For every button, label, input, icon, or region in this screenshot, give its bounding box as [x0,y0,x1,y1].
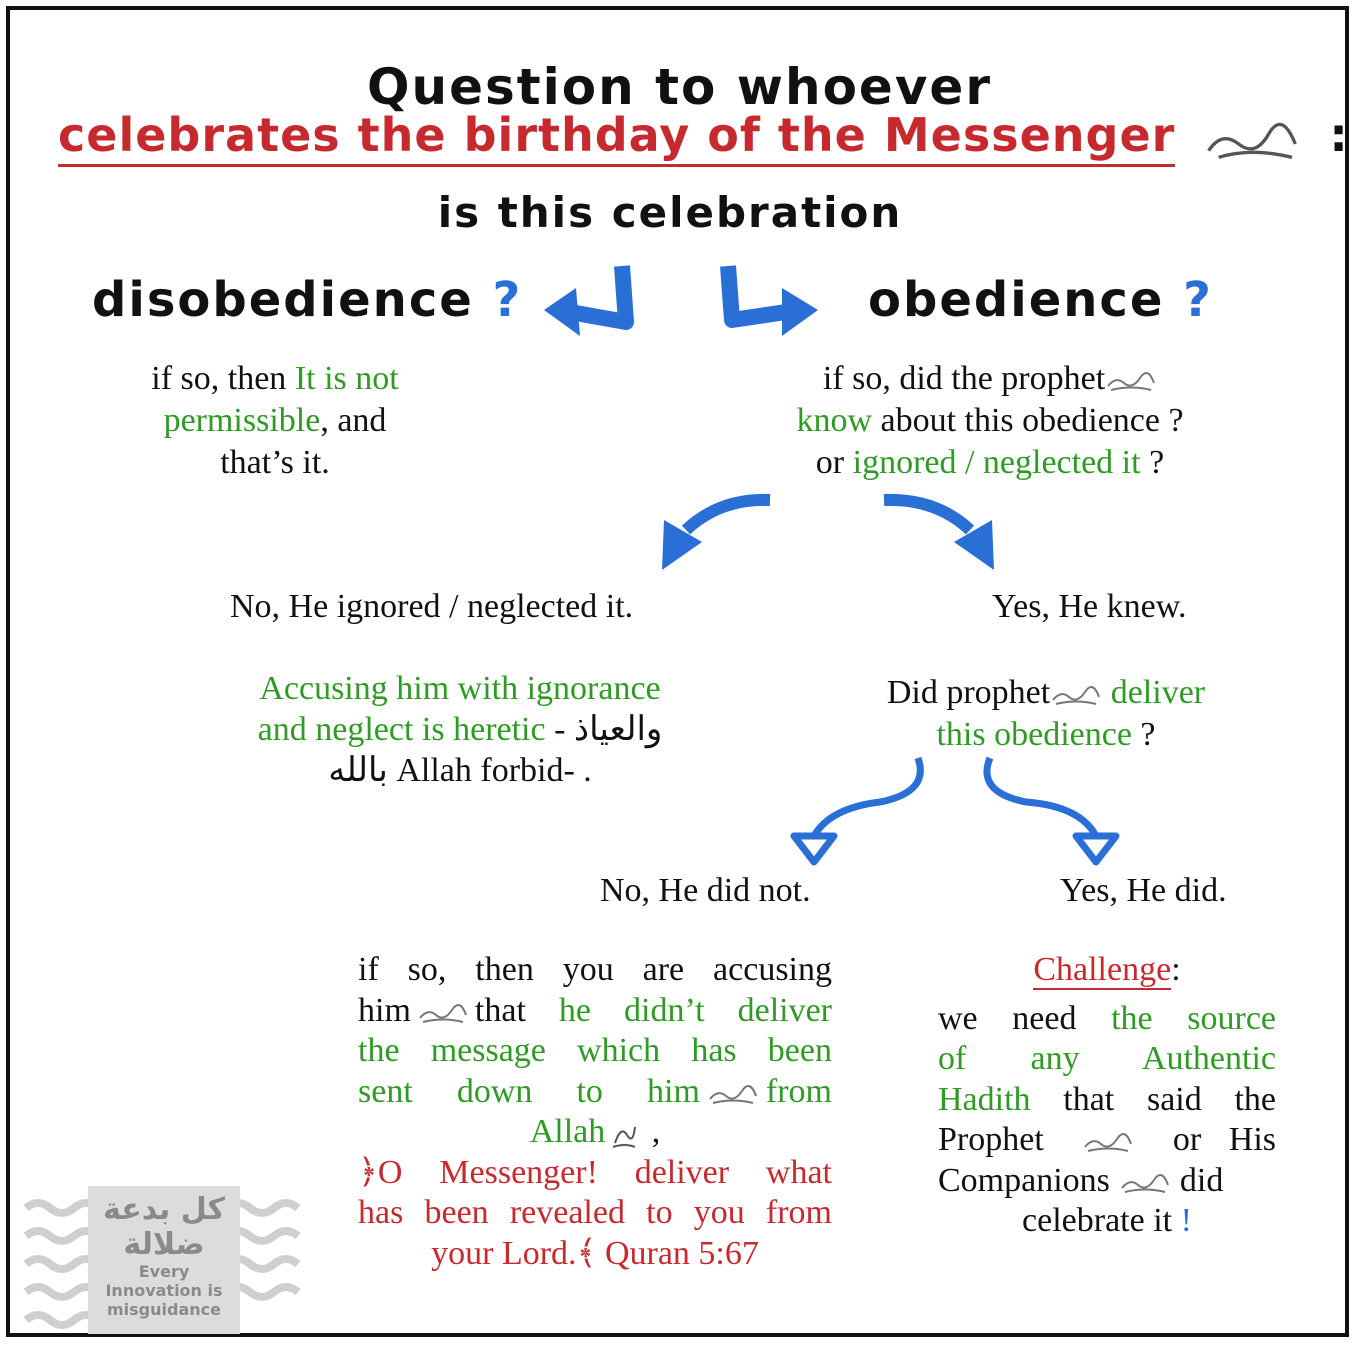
answer-did: Yes, He did. [1060,872,1227,909]
not-delivered-l2b: that [474,991,559,1029]
challenge-colon: : [1171,951,1181,988]
challenge-l1b: the source [1111,999,1276,1037]
logo-stamp: كل بدعة ضلالة Every Innovation is misgui… [22,1186,302,1336]
challenge-title: Challenge [1033,951,1172,990]
challenge-l3a: Hadith [938,1080,1031,1118]
obedience-l3b: ignored / neglected it [852,444,1141,481]
squiggle-arrow-left-icon [790,756,924,866]
arrow-right-icon [720,265,818,336]
disobedience-p5: that’s it. [220,444,330,481]
answer-did-not: No, He did not. [600,872,811,909]
squiggle-arrow-right-icon [983,756,1120,866]
disobedience-p1: if so, then [151,360,295,397]
challenge-l5: Companions did [938,1161,1276,1202]
logo-arabic-2: ضلالة [123,1227,205,1262]
not-delivered-l1: if so, then you are accusing [358,951,832,988]
challenge-l4b: or His [1172,1121,1277,1158]
radiallahu-icon [1121,1173,1169,1193]
challenge-l4a: Prophet [938,1121,1044,1158]
salawat-icon [709,1084,757,1104]
obedience-l2b: about this obedience ? [872,402,1184,439]
deliver-l1b: deliver [1110,674,1206,711]
accusing-l2b: - والعياذ [545,711,663,748]
salawat-calligraphy-icon [1207,122,1298,159]
not-delivered-l5b: , [643,1113,661,1150]
not-delivered-l4b: from [765,1072,832,1110]
challenge-l5a: Companions [938,1161,1110,1199]
not-delivered-l2a: him [358,991,411,1029]
not-delivered-l6: ﴿O Messenger! deliver what [358,1153,832,1191]
answer-ignored: No, He ignored / neglected it. [230,588,634,625]
obedience-l2a: know [796,402,872,439]
challenge-l1a: we need [938,999,1112,1037]
challenge-l1: we need the source [938,999,1276,1040]
logo-en-3: misguidance [107,1300,221,1319]
not-delivered-l5: Allah , [358,1112,832,1153]
obedience-label: obedience ? [868,272,1213,328]
not-delivered-text: if so, then you are accusing him that he … [358,950,832,1274]
logo-en-1: Every [138,1262,190,1281]
obedience-question-mark: ? [1183,272,1213,328]
salawat-icon [419,1003,467,1023]
not-delivered-l4: sent down to him from [358,1072,832,1113]
deliver-l1a: Did prophet [886,674,1051,711]
not-delivered-l7: has been revealed to you from [358,1194,832,1231]
accusing-text: Accusing him with ignorance and neglect … [190,668,730,791]
obedience-l3a: or [815,444,853,481]
title-line-1: Question to whoever [366,58,993,116]
disobedience-label: disobedience ? [92,272,522,328]
challenge-l6a: celebrate it [1022,1202,1181,1239]
challenge-l6b: ! [1180,1202,1192,1239]
deliver-l2a: this obedience [936,716,1132,753]
jalla-jalaluh-icon [612,1127,637,1149]
deliver-l2b: ? [1131,716,1156,753]
challenge-l2: of any Authentic [938,1040,1276,1077]
salawat-icon [1052,686,1101,706]
disobedience-p3: permissible [163,402,321,439]
question-text: is this celebration [437,188,903,237]
deliver-question: Did prophet deliver this obedience ? [826,672,1266,756]
title-colon: : [1329,108,1349,162]
obedience-l1: if so, did the prophet [822,360,1106,397]
challenge-l3: Hadith that said the [938,1080,1276,1121]
challenge-title-row: Challenge: [938,950,1276,991]
arrow-left-icon [544,265,634,336]
answer-knew: Yes, He knew. [992,588,1187,625]
title-line-2: celebrates the birthday of the Messenger… [58,108,1348,167]
challenge-l5b: did [1179,1161,1224,1199]
accusing-l3: بالله Allah forbid- . [328,752,592,789]
challenge-l6: celebrate it ! [938,1201,1276,1242]
disobedience-text: disobedience [92,272,474,328]
not-delivered-l5a: Allah [529,1113,606,1150]
not-delivered-l2: him that he didn’t deliver [358,991,832,1032]
obedience-text: obedience [868,272,1165,328]
logo-box: كل بدعة ضلالة Every Innovation is misgui… [88,1186,240,1334]
curved-arrow-right-icon [883,493,994,570]
disobedience-p4: , and [320,402,387,439]
disobedience-question-mark: ? [492,272,523,328]
accusing-l2: and neglect is heretic [257,711,546,748]
infographic-frame [6,6,1349,1337]
not-delivered-l4a: sent down to him [358,1072,700,1110]
accusing-l1: Accusing him with ignorance [259,670,661,707]
logo-arabic-1: كل بدعة [103,1192,225,1227]
obedience-explanation: if so, did the prophet know about this o… [730,358,1250,484]
obedience-l3c: ? [1140,444,1165,481]
salawat-icon [1084,1133,1133,1153]
not-delivered-l8: your Lord.﴾ Quran 5:67 [431,1234,759,1272]
not-delivered-l3: the message which has been [358,1032,832,1069]
not-delivered-l2c: he didn’t deliver [558,991,833,1029]
disobedience-explanation: if so, then It is not permissible, and t… [110,358,440,484]
challenge-l3b: that said the [1030,1080,1276,1118]
challenge-block: Challenge: we need the source of any Aut… [938,950,1276,1242]
title-line-2-text: celebrates the birthday of the Messenger [58,108,1176,167]
logo-en-2: Innovation is [105,1281,223,1300]
challenge-l4: Prophet or His [938,1120,1276,1161]
disobedience-p2: It is not [294,360,399,397]
salawat-icon [1107,372,1156,392]
curved-arrow-left-icon [662,493,771,570]
